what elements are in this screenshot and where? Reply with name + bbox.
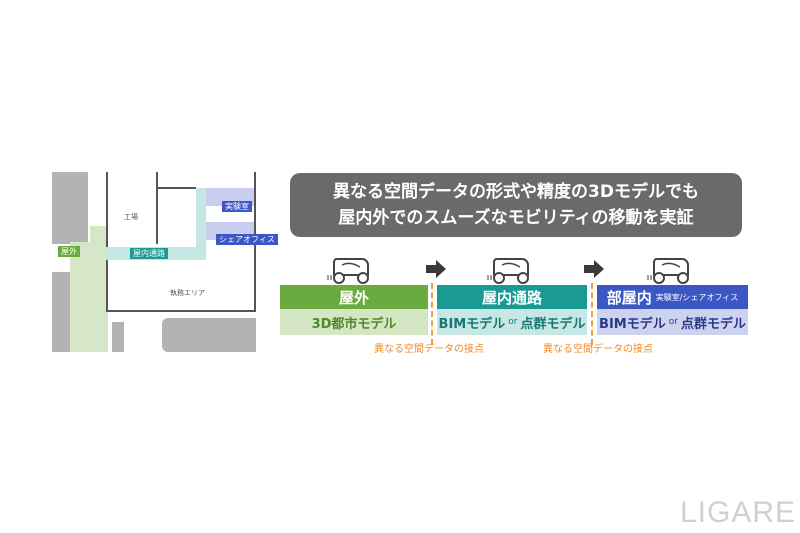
block-building xyxy=(112,322,124,352)
label-lab: 実験室 xyxy=(222,201,252,212)
arrow-right-icon xyxy=(584,260,604,278)
contact-divider xyxy=(431,283,433,345)
mobility-vehicle-icon xyxy=(487,258,529,284)
model-label: 3D都市モデル xyxy=(311,316,397,332)
stage-corridor-header: 屋内通路 xyxy=(437,285,587,309)
label-share-office: シェアオフィス xyxy=(216,234,278,245)
contact-label: 異なる空間データの接点 xyxy=(543,344,653,355)
model-label-2: 点群モデル xyxy=(680,316,746,332)
arrow-right-icon xyxy=(426,260,446,278)
wall xyxy=(156,172,158,244)
label-factory: 工場 xyxy=(124,213,138,221)
title-box: 異なる空間データの形式や精度の3Dモデルでも 屋内外でのスムーズなモビリティの移… xyxy=(290,173,742,237)
contact-divider xyxy=(591,283,593,345)
outdoor-path xyxy=(90,226,108,246)
title-line-2: 屋内外でのスムーズなモビリティの移動を実証 xyxy=(338,208,694,228)
watermark-logo: LIGARE xyxy=(680,496,797,529)
block-building xyxy=(162,318,256,352)
stage-head-label: 屋内通路 xyxy=(481,288,542,307)
contact-label: 異なる空間データの接点 xyxy=(374,344,484,355)
mobility-vehicle-icon xyxy=(647,258,689,284)
stage-room-header: 部屋内実験室/シェアオフィス xyxy=(597,285,748,309)
stage-outdoor-model: 3D都市モデル xyxy=(280,309,428,335)
label-office-area: 執務エリア xyxy=(170,289,205,297)
stage-head-label: 屋外 xyxy=(338,288,369,307)
label-corridor: 屋内通路 xyxy=(130,248,168,259)
block-building xyxy=(52,172,88,244)
or-label: or xyxy=(508,317,518,327)
or-label: or xyxy=(668,317,678,327)
outdoor-path xyxy=(70,242,108,352)
model-label: BIMモデル xyxy=(599,316,666,332)
stage-outdoor-header: 屋外 xyxy=(280,285,428,309)
title-line-1: 異なる空間データの形式や精度の3Dモデルでも xyxy=(333,182,699,202)
corridor-area xyxy=(196,188,206,260)
model-label-2: 点群モデル xyxy=(520,316,586,332)
label-outdoor: 屋外 xyxy=(58,246,80,257)
wall xyxy=(156,187,196,189)
mobility-vehicle-icon xyxy=(327,258,369,284)
model-label: BIMモデル xyxy=(438,316,506,332)
stage-head-note: 実験室/シェアオフィス xyxy=(655,292,739,302)
stage-head-label: 部屋内 xyxy=(606,288,652,307)
